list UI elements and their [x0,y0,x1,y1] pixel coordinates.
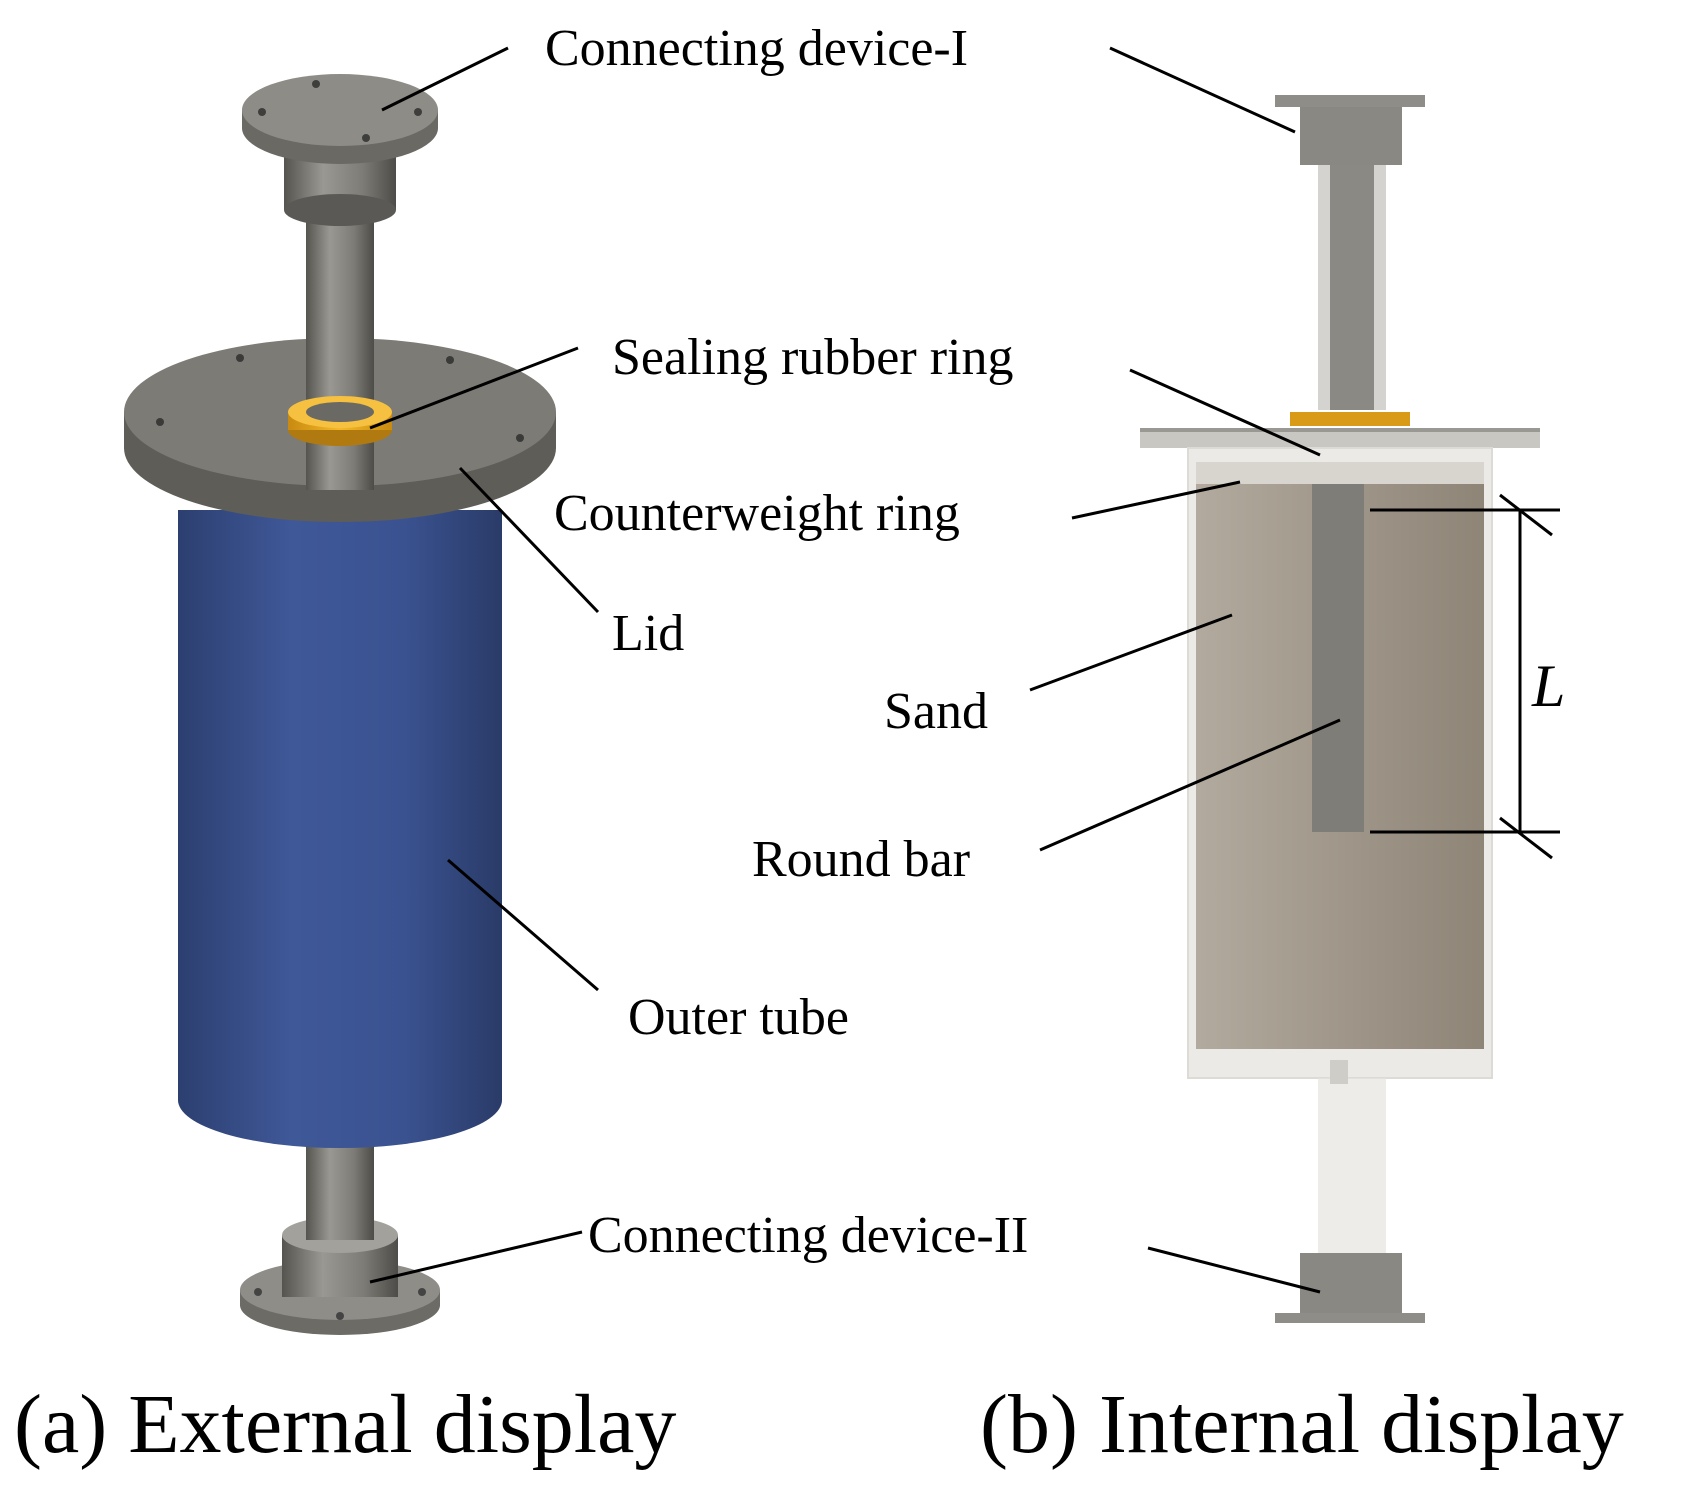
label-connecting-device-2: Connecting device-II [588,1207,1028,1264]
caption-a: (a) External display [14,1378,676,1471]
connecting-device-1-internal [1275,95,1425,410]
counterweight-ring-internal [1196,462,1484,484]
rubber-ring-internal [1290,412,1410,426]
leader-lid [458,466,600,614]
leader-connecting-device-1-b [1109,46,1296,134]
leader-round-bar [1039,718,1341,852]
label-sealing-rubber-ring: Sealing rubber ring [612,329,1013,386]
leader-sealing-ring-b [1129,368,1321,457]
label-outer-tube: Outer tube [628,989,849,1046]
leader-outer-tube [447,858,599,992]
leader-connecting-device-2-a [369,1230,583,1284]
length-dimension [1370,493,1560,860]
label-sand: Sand [884,683,988,740]
internal-view [1140,95,1560,1323]
leader-connecting-device-2-b [1147,1246,1321,1294]
label-length-L: L [1531,653,1565,719]
upper-rod-external [306,200,374,490]
labels: Connecting device-I Sealing rubber ring … [14,20,1624,1471]
leader-connecting-device-1-a [381,46,509,112]
caption-b: (b) Internal display [980,1378,1624,1471]
connecting-device-2-internal [1275,1253,1425,1323]
round-bar-internal [1312,484,1364,832]
label-counterweight-ring: Counterweight ring [554,485,960,542]
outer-tube-body [178,510,502,1148]
leader-lines [369,46,1341,1294]
label-round-bar: Round bar [752,831,970,888]
label-lid: Lid [612,605,684,662]
external-view [124,74,556,1335]
label-connecting-device-1: Connecting device-I [545,20,968,77]
leader-sealing-ring-a [369,346,579,430]
lower-rod-internal [1318,1078,1386,1253]
rubber-ring-external [288,396,392,446]
connecting-device-1-external [242,74,438,226]
leader-counterweight [1071,480,1241,520]
leader-sand [1029,613,1233,692]
